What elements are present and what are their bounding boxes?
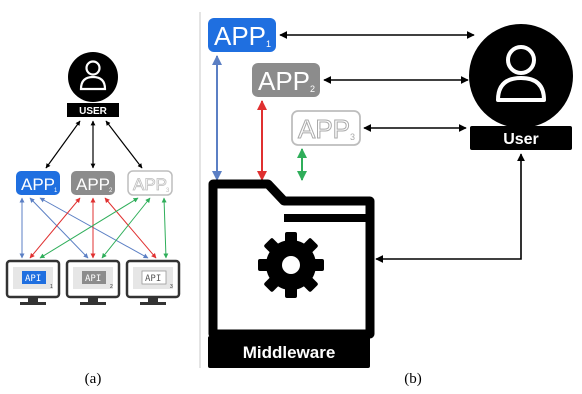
arrow-user-middleware-b: [375, 153, 525, 263]
app2-label-a: APP: [76, 175, 110, 194]
panel-a: USER APP 1 APP 2 APP 3: [5, 52, 181, 387]
user-icon-a: [68, 52, 118, 102]
app3-label-a: APP: [133, 175, 167, 194]
api2-sub-a: 2: [110, 284, 113, 290]
folder-icon: [208, 179, 375, 339]
app1-label-b: APP: [214, 21, 266, 51]
app1-box-a: APP 1: [16, 171, 60, 195]
middleware-label-box: [208, 336, 370, 368]
arrow-user-app1-a: [45, 120, 81, 169]
middleware-label: Middleware: [243, 343, 336, 362]
app1-box-b: APP 1: [208, 18, 276, 52]
user-icon-b: [469, 24, 573, 128]
caption-a: (a): [85, 371, 102, 387]
app2-label-b: APP: [258, 66, 310, 96]
app1-sub-a: 1: [54, 188, 58, 194]
user-label-b: User: [503, 131, 539, 148]
panel-b: APP 1 APP 2 APP 3 User: [208, 18, 573, 387]
user-label-box-a: [67, 103, 119, 117]
api1-label-a: API: [25, 274, 41, 284]
app3-box-a: APP 3: [127, 170, 173, 196]
api1-monitor-a: API 1: [5, 259, 61, 305]
app2-sub-a: 2: [109, 188, 113, 194]
app2-box-a: APP 2: [71, 171, 115, 195]
api3-sub-a: 3: [170, 284, 173, 290]
api3-label-a: API: [145, 274, 161, 284]
app2-box-b: APP 2: [252, 63, 320, 97]
app3-box-b: APP 3: [291, 110, 361, 146]
api2-monitor-a: API 2: [65, 259, 121, 305]
api1-sub-a: 1: [50, 284, 53, 290]
app2-sub-b: 2: [310, 84, 315, 94]
arrow-user-app3-a: [105, 120, 143, 169]
app1-label-a: APP: [21, 175, 55, 194]
app3-sub-b: 3: [350, 132, 355, 142]
api3-monitor-a: API 3: [125, 259, 181, 305]
app-api-mesh-a: [19, 197, 169, 259]
user-label-box-b: [470, 126, 572, 150]
caption-b: (b): [404, 371, 422, 387]
app1-sub-b: 1: [266, 39, 271, 49]
app3-label-b: APP: [298, 114, 350, 144]
api2-label-a: API: [85, 274, 101, 284]
gear-icon: [258, 232, 324, 298]
app3-sub-a: 3: [166, 188, 170, 194]
user-label-a: USER: [79, 106, 108, 117]
